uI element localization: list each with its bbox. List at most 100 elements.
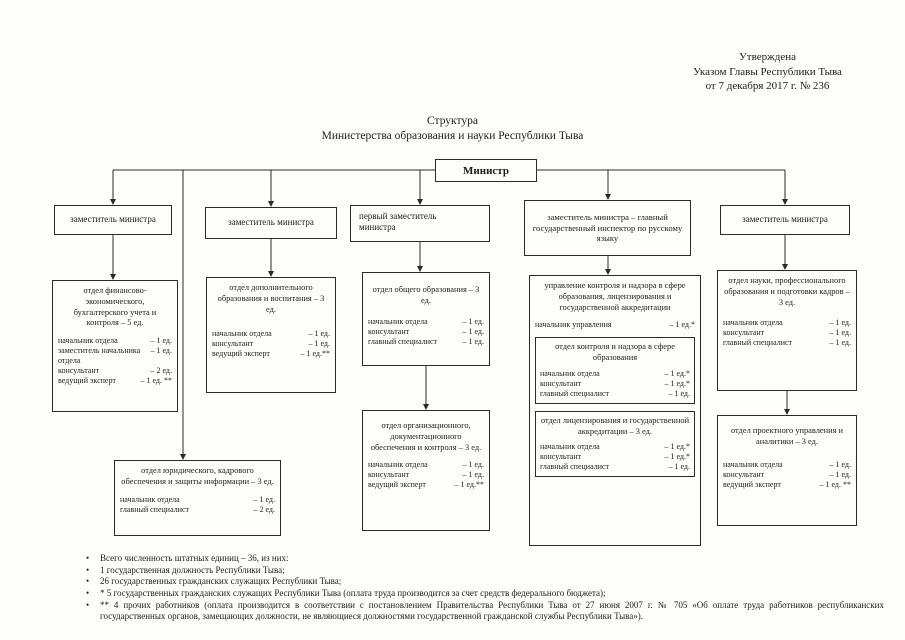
staff-row: консультант – 1 ед.* (540, 452, 690, 462)
deputy-minister-box-2: заместитель министра (205, 207, 337, 239)
staff-row: начальник отдела – 1 ед. (368, 317, 484, 327)
staff-row: консультант – 1 ед. (723, 470, 851, 480)
staff-role: ведущий эксперт (368, 480, 426, 490)
dept-title: отдел организационного, документационног… (370, 421, 482, 452)
footnotes-list: Всего численность штатных единиц – 36, и… (84, 553, 884, 623)
staff-row: главный специалист – 1 ед. (540, 389, 690, 399)
staff-role: консультант (368, 470, 410, 480)
footnote-item: 1 государственная должность Республики Т… (84, 565, 884, 577)
staff-row: главный специалист – 2 ед. (120, 505, 275, 515)
staff-role: консультант (368, 326, 410, 336)
dept-title: отдел общего образования – 3 ед. (372, 285, 480, 305)
staff-count: – 1 ед. (829, 318, 851, 328)
dept-title: отдел дополнительного образования и восп… (217, 283, 325, 314)
staff-row: начальник отдела – 1 ед. (212, 329, 330, 339)
staff-count: – 1 ед.* (664, 368, 690, 378)
footnote-item: 26 государственных гражданских служащих … (84, 576, 884, 588)
staff-row: ведущий эксперт – 1 ед.** (212, 349, 330, 359)
staff-role: начальник отдела (723, 459, 783, 469)
dept-title: отдел контроля и надзора в сфере образов… (555, 342, 675, 362)
staff-row: начальник управления – 1 ед.* (535, 320, 695, 330)
dept-title: управление контроля и надзора в сфере об… (544, 281, 686, 312)
document-title-line2: Министерства образования и науки Республ… (321, 129, 584, 142)
staff-row: начальник отдела – 1 ед.* (540, 369, 690, 379)
staff-count: – 1 ед. ** (140, 376, 172, 385)
dept-control-supervision-box: отдел контроля и надзора в сфере образов… (535, 337, 695, 404)
footnote-item: * 5 государственных гражданских служащих… (84, 588, 884, 600)
dept-org-documentation-box: отдел организационного, документационног… (362, 410, 490, 531)
deputy-minister-inspector-box: заместитель министра – главный государст… (524, 200, 691, 256)
staff-count: – 1 ед.* (664, 442, 690, 452)
staff-row: начальник отдела – 1 ед. (723, 460, 851, 470)
staff-count: – 1 ед. ** (819, 479, 851, 489)
staff-count: – 1 ед.** (300, 349, 330, 359)
staff-count: – 1 ед.* (664, 378, 690, 388)
staff-count: – 1 ед. (829, 328, 851, 338)
staff-role: начальник отдела (58, 336, 118, 345)
deputy-minister-box-1: заместитель министра (54, 205, 172, 235)
staff-row: начальник отдела – 1 ед. (120, 495, 275, 505)
staff-count: – 1 ед. (829, 469, 851, 479)
staff-count: – 1 ед.* (664, 452, 690, 462)
staff-role: начальник отдела (120, 494, 180, 504)
staff-role: консультант (540, 452, 582, 462)
staff-role: ведущий эксперт (212, 349, 270, 359)
dept-general-education-box: отдел общего образования – 3 ед. начальн… (362, 272, 490, 366)
staff-row: ведущий эксперт – 1 ед. ** (723, 480, 851, 490)
staff-row: консультант – 2 ед. (58, 366, 172, 376)
staff-role: консультант (58, 366, 100, 375)
dept-title: отдел юридического, кадрового обеспечени… (121, 466, 274, 486)
staff-count: – 1 ед.** (454, 480, 484, 490)
dept-title: отдел финансово-экономического, бухгалте… (73, 286, 157, 328)
staff-count: – 1 ед. (462, 470, 484, 480)
staff-count: – 1 ед. (829, 338, 851, 348)
staff-role: начальник управления (535, 320, 612, 330)
staff-count: – 1 ед. (668, 388, 690, 398)
dept-licensing-accreditation-box: отдел лицензирования и государственной а… (535, 410, 695, 478)
staff-count: – 1 ед. (253, 494, 275, 504)
staff-role: главный специалист (540, 462, 610, 472)
approval-line: Указом Главы Республики Тыва (693, 65, 842, 78)
staff-row: начальник отдела – 1 ед. (368, 460, 484, 470)
footnote-item: ** 4 прочих работников (оплата производи… (84, 600, 884, 623)
control-directorate-box: управление контроля и надзора в сфере об… (529, 275, 701, 546)
document-title-line1: Структура (427, 115, 478, 127)
dept-title: отдел проектного управления и аналитики … (730, 426, 844, 446)
approval-line: Утверждена (739, 51, 796, 63)
staff-role: консультант (723, 469, 765, 479)
dept-title: отдел лицензирования и государственной а… (540, 415, 690, 436)
staff-row: консультант – 1 ед. (723, 328, 851, 338)
approval-line: от 7 декабря 2017 г. № 236 (705, 80, 830, 93)
staff-row: ведущий эксперт – 1 ед.** (368, 480, 484, 490)
minister-box: Министр (435, 159, 537, 182)
staff-count: – 1 ед. (462, 336, 484, 346)
staff-count: – 2 ед. (150, 366, 172, 375)
staff-role: ведущий эксперт (58, 376, 116, 385)
staff-row: консультант – 1 ед. (368, 327, 484, 337)
staff-count: – 1 ед. (462, 460, 484, 470)
staff-role: главный специалист (723, 338, 793, 348)
staff-role: начальник отдела (212, 329, 272, 339)
dept-science-box: отдел науки, профессионального образован… (717, 270, 857, 391)
staff-row: консультант – 1 ед. (368, 470, 484, 480)
staff-role: консультант (540, 378, 582, 388)
staff-count: – 1 ед. (308, 339, 330, 349)
staff-row: консультант – 1 ед.* (540, 379, 690, 389)
staff-role: заместитель начальника отдела (58, 346, 141, 365)
staff-count: – 1 ед. (462, 316, 484, 326)
dept-legal-box: отдел юридического, кадрового обеспечени… (114, 460, 281, 536)
staff-row: главный специалист – 1 ед. (723, 338, 851, 348)
document-title: Структура Министерства образования и нау… (0, 114, 905, 144)
deputy-minister-box-5: заместитель министра (720, 205, 850, 235)
staff-row: главный специалист – 1 ед. (540, 462, 690, 472)
staff-count: – 1 ед.* (669, 320, 695, 330)
staff-row: начальник отдела – 1 ед. (723, 318, 851, 328)
dept-project-management-box: отдел проектного управления и аналитики … (717, 415, 857, 526)
dept-finance-box: отдел финансово-экономического, бухгалте… (52, 280, 178, 412)
staff-row: главный специалист – 1 ед. (368, 337, 484, 347)
staff-role: главный специалист (120, 504, 190, 514)
footnote-item: Всего численность штатных единиц – 36, и… (84, 553, 884, 565)
staff-count: – 1 ед. (308, 329, 330, 339)
dept-title: отдел науки, профессионального образован… (724, 276, 850, 307)
